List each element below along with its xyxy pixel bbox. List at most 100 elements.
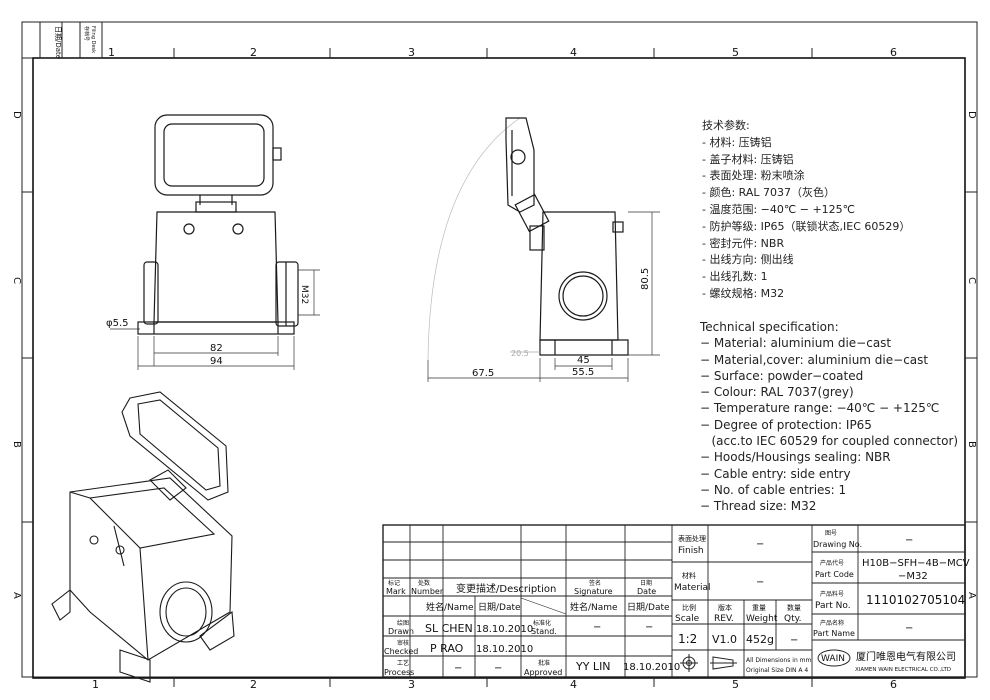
tb-date-en: Date bbox=[637, 587, 656, 596]
tb-part-no-cn: 产品料号 bbox=[820, 590, 844, 598]
tb-number-cn: 处数 bbox=[418, 579, 430, 587]
tb-dims-note2: Original Size DIN A 4 bbox=[746, 667, 808, 674]
tb-checked-en: Checked bbox=[384, 647, 418, 656]
dim-20-5: 20.5 bbox=[511, 349, 529, 358]
tb-approved-cn: 批准 bbox=[538, 659, 550, 667]
spec-cn-item: - 表面处理: 粉末喷涂 bbox=[702, 169, 805, 183]
projection-symbol-icon bbox=[680, 654, 737, 672]
tb-name-header-2: 姓名/Name bbox=[570, 601, 618, 613]
company-cn: 厦门唯恩电气有限公司 bbox=[856, 650, 956, 663]
column-ticks bbox=[22, 48, 977, 687]
spec-en-title: Technical specification: bbox=[700, 320, 839, 334]
company-logo: WAIN bbox=[821, 654, 845, 664]
company-en: XIAMEN WAIN ELECTRICAL CO.,LTD bbox=[855, 667, 951, 673]
col-label-2-bottom: 2 bbox=[250, 678, 257, 691]
tb-rev-cn: 版本 bbox=[718, 603, 732, 612]
side-view bbox=[427, 117, 629, 361]
tb-scale-cn: 比例 bbox=[682, 603, 696, 612]
spec-en-item: − Cable entry: side entry bbox=[700, 466, 851, 481]
tb-date-cn: 日期 bbox=[640, 579, 652, 587]
side-dims bbox=[427, 211, 660, 382]
dim-55-5: 55.5 bbox=[572, 367, 594, 378]
tb-qty-en: Qty. bbox=[784, 614, 802, 624]
col-label-1-bottom: 1 bbox=[92, 678, 99, 691]
tb-drawn-cn: 绘图 bbox=[397, 619, 409, 627]
col-label-3: 3 bbox=[408, 46, 415, 59]
tb-sig-en: Signature bbox=[574, 587, 613, 596]
title-block-grid bbox=[382, 524, 966, 678]
tb-part-name-en: Part Name bbox=[813, 629, 855, 638]
spec-en-item: − Hoods/Housings sealing: NBR bbox=[700, 450, 891, 465]
tb-weight-en: Weight bbox=[746, 614, 778, 624]
row-label-d-right: D bbox=[966, 111, 977, 119]
tb-part-name-cn: 产品名称 bbox=[820, 619, 844, 627]
tb-scale-en: Scale bbox=[675, 614, 700, 624]
tb-drawing-no-en: Drawing No. bbox=[813, 540, 862, 549]
tb-material-val: − bbox=[756, 577, 764, 588]
col-label-1: 1 bbox=[108, 46, 115, 59]
spec-cn-item: - 颜色: RAL 7037（灰色） bbox=[702, 186, 836, 200]
spec-cn-item: - 出线方向: 侧出线 bbox=[702, 253, 794, 267]
tb-approved-date: 18.10.2010 bbox=[623, 662, 680, 673]
tb-material-en: Material bbox=[674, 583, 711, 593]
spec-cn-block: 技术参数: - 材料: 压铸铝 - 盖子材料: 压铸铝 - 表面处理: 粉末喷涂… bbox=[702, 118, 910, 303]
front-view bbox=[137, 114, 299, 335]
spec-en-item: − No. of cable entries: 1 bbox=[700, 482, 847, 497]
tb-rev-val: V1.0 bbox=[712, 633, 737, 646]
tb-sig-cn: 签名 bbox=[589, 579, 601, 587]
isometric-view bbox=[51, 391, 235, 683]
tb-mark-en: Mark bbox=[386, 587, 406, 596]
tb-drawing-no-cn: 图号 bbox=[825, 530, 837, 537]
tb-drawing-no-val: − bbox=[905, 535, 913, 546]
tb-desc: 变更描述/Description bbox=[456, 582, 556, 595]
tb-mark-cn: 标记 bbox=[388, 579, 400, 587]
spec-cn-item: - 出线孔数: 1 bbox=[702, 270, 768, 284]
tb-finish-en: Finish bbox=[678, 546, 704, 556]
tb-approved-en: Approved bbox=[524, 668, 562, 677]
tb-finish-cn: 表面处理 bbox=[678, 534, 706, 543]
row-label-c-right: C bbox=[966, 277, 977, 284]
row-label-a-right: A bbox=[966, 592, 977, 599]
spec-en-item: (acc.to IEC 60529 for coupled connector) bbox=[700, 434, 959, 449]
spec-cn-item: - 温度范围: −40℃ − +125℃ bbox=[702, 202, 856, 216]
tb-part-code-val1: H10B−SFH−4B−MCV bbox=[862, 558, 970, 569]
spec-cn-title: 技术参数: bbox=[702, 119, 750, 132]
col-label-2: 2 bbox=[250, 46, 257, 59]
tb-checked-name: P RAO bbox=[430, 642, 464, 655]
front-dims bbox=[110, 269, 320, 370]
tb-drawn-date: 18.10.2010 bbox=[476, 624, 533, 635]
tb-part-no-val: 1110102705104 bbox=[866, 593, 965, 607]
tb-rev-en: REV. bbox=[714, 614, 734, 624]
tb-stand-cn: 标准化 bbox=[533, 619, 551, 627]
tb-weight-cn: 重量 bbox=[752, 604, 766, 612]
row-label-c: C bbox=[11, 277, 22, 284]
col-label-4-bottom: 4 bbox=[570, 678, 577, 691]
col-label-3-bottom: 3 bbox=[408, 678, 415, 691]
spec-cn-item: - 盖子材料: 压铸铝 bbox=[702, 152, 794, 166]
tb-checked-cn: 审核 bbox=[397, 639, 409, 647]
row-label-b-right: B bbox=[966, 441, 977, 448]
dim-hole: φ5.5 bbox=[106, 318, 129, 329]
spec-cn-item: - 防护等级: IP65（联锁状态,IEC 60529） bbox=[702, 219, 911, 233]
row-label-a: A bbox=[11, 592, 22, 599]
spec-cn-item: - 螺纹规格: M32 bbox=[702, 286, 785, 300]
spec-en-item: − Colour: RAL 7037(grey) bbox=[700, 385, 854, 400]
tb-part-code-val2: −M32 bbox=[898, 571, 928, 582]
tb-drawn-en: Drawn bbox=[388, 627, 414, 636]
tb-date-header-1: 日期/Date bbox=[478, 602, 521, 613]
tb-process-en: Process bbox=[384, 668, 414, 677]
col-label-4: 4 bbox=[570, 46, 577, 59]
spec-cn-item: - 密封元件: NBR bbox=[702, 236, 785, 250]
col-label-5: 5 bbox=[732, 46, 739, 59]
spec-en-item: − Surface: powder−coated bbox=[700, 368, 864, 383]
col-label-6: 6 bbox=[890, 46, 897, 59]
tb-qty-val: − bbox=[790, 635, 798, 646]
tb-number-en: Number bbox=[411, 587, 444, 596]
spec-en-item: − Temperature range: −40℃ − +125℃ bbox=[700, 401, 940, 416]
corner-box: 日期/Date 存档号 Filing Desk bbox=[39, 21, 103, 59]
company-logo-ring bbox=[817, 649, 851, 667]
tb-weight-val: 452g bbox=[746, 633, 774, 646]
row-label-b: B bbox=[11, 441, 22, 448]
col-label-6-bottom: 6 bbox=[890, 678, 897, 691]
tb-process-date: − bbox=[494, 663, 502, 674]
